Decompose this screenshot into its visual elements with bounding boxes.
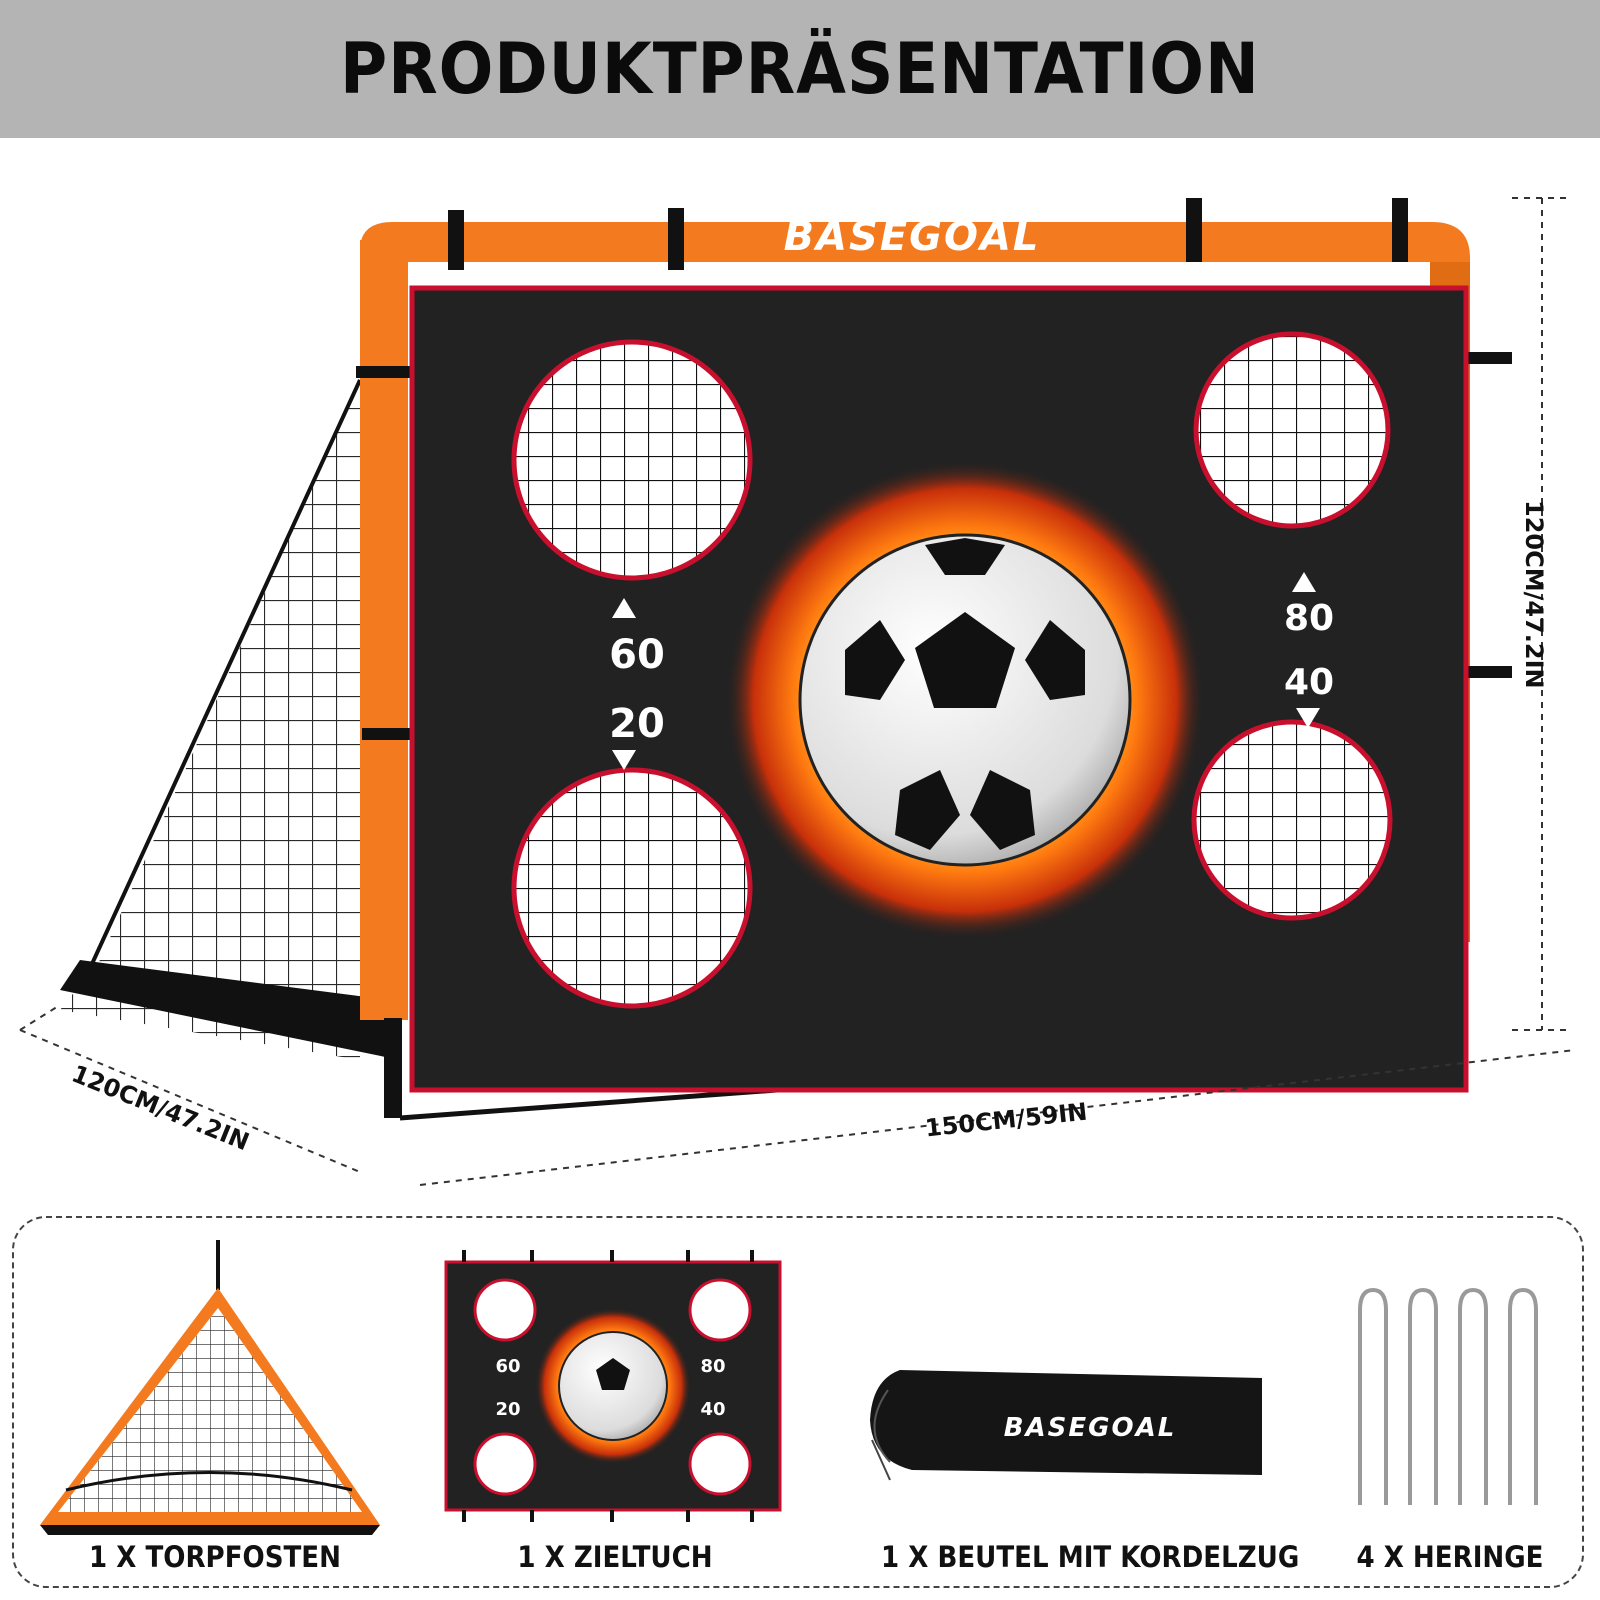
- target-sheet: 60 20 80 40: [409, 285, 1469, 1093]
- score-bottom-right: 40: [1284, 662, 1334, 703]
- mini-score-top-left: 60: [495, 1356, 520, 1377]
- mini-score-top-right: 80: [700, 1356, 725, 1377]
- contents-label-stakes: 4 X HERINGE: [1356, 1540, 1544, 1574]
- soccer-ball-icon: [798, 533, 1132, 867]
- target-hole-top-right: [1193, 331, 1391, 529]
- contents-label-goal-frame: 1 X TORPFOSTEN: [89, 1540, 341, 1574]
- arrow-up-icon: [1292, 572, 1316, 592]
- arrow-down-icon: [1296, 708, 1320, 728]
- target-hole-top-left: [511, 339, 753, 581]
- score-top-right: 80: [1284, 598, 1334, 639]
- mini-score-bottom-left: 20: [495, 1399, 520, 1420]
- mini-score-bottom-right: 40: [700, 1399, 725, 1420]
- dimension-lines: [19, 197, 1576, 1186]
- bag-brand-logo: BASEGOAL: [1004, 1413, 1177, 1443]
- contents-label-bag: 1 X BEUTEL MIT KORDELZUG: [881, 1540, 1300, 1574]
- drawstring-bag-icon: [870, 1370, 1262, 1481]
- brand-logo: BASEGOAL: [784, 214, 1041, 260]
- score-bottom-left: 20: [609, 701, 665, 747]
- dimension-depth: 120CM/47.2IN: [68, 1060, 253, 1157]
- page-title: PRODUKTPRÄSENTATION: [340, 28, 1260, 110]
- side-net: [60, 379, 400, 1060]
- package-contents-box: [12, 1216, 1584, 1588]
- ground-stakes-icon: [1358, 1287, 1538, 1505]
- target-hole-bottom-left: [511, 767, 753, 1009]
- arrow-up-icon: [612, 598, 636, 618]
- contents-label-target-sheet: 1 X ZIELTUCH: [517, 1540, 713, 1574]
- target-hole-bottom-right: [1191, 719, 1393, 921]
- arrow-down-icon: [612, 750, 636, 770]
- target-sheet-icon: 60 20 80 40: [444, 1250, 782, 1522]
- dimension-width: 150CM/59IN: [924, 1098, 1089, 1143]
- score-top-left: 60: [609, 632, 665, 678]
- dimension-height: 120CM/47.2IN: [1520, 500, 1548, 689]
- header-banner: PRODUKTPRÄSENTATION: [0, 0, 1600, 138]
- goal-frame-icon: [40, 1240, 380, 1535]
